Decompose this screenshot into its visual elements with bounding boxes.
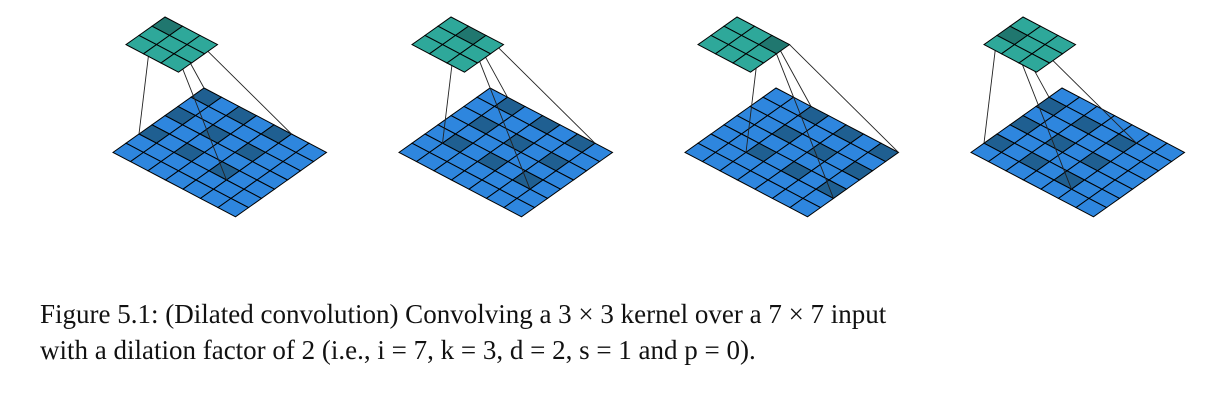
projection-line <box>1014 44 1072 190</box>
dilated-convolution-figure <box>112 16 1186 218</box>
projection-line <box>776 53 834 199</box>
output-grid <box>125 16 219 73</box>
output-grid <box>411 16 505 73</box>
caption-line-1: Figure 5.1: (Dilated convolution) Convol… <box>40 299 887 329</box>
projection-line <box>983 35 998 144</box>
caption-line-2: with a dilation factor of 2 (i.e., i = 7… <box>40 335 756 365</box>
input-cell <box>789 197 822 218</box>
input-grid <box>684 87 900 218</box>
convolution-panel-3 <box>684 16 900 218</box>
convolution-panel-4 <box>970 16 1186 218</box>
convolution-panel-2 <box>398 16 614 218</box>
projection-line <box>789 44 899 153</box>
input-grid <box>112 87 328 218</box>
input-cell <box>1075 197 1108 218</box>
output-grid <box>697 16 791 73</box>
output-cell <box>732 53 765 73</box>
figure-caption: Figure 5.1: (Dilated convolution) Convol… <box>40 296 1190 368</box>
output-grid <box>983 16 1077 73</box>
output-cell <box>446 53 479 73</box>
projection-line <box>472 44 531 190</box>
output-cell <box>160 53 193 73</box>
input-cell <box>217 197 250 218</box>
output-cell <box>1018 53 1051 73</box>
convolution-panel-1 <box>112 16 328 218</box>
input-grid <box>398 87 614 218</box>
projection-line <box>485 35 596 144</box>
input-cell <box>503 197 536 218</box>
input-grid <box>970 87 1186 218</box>
